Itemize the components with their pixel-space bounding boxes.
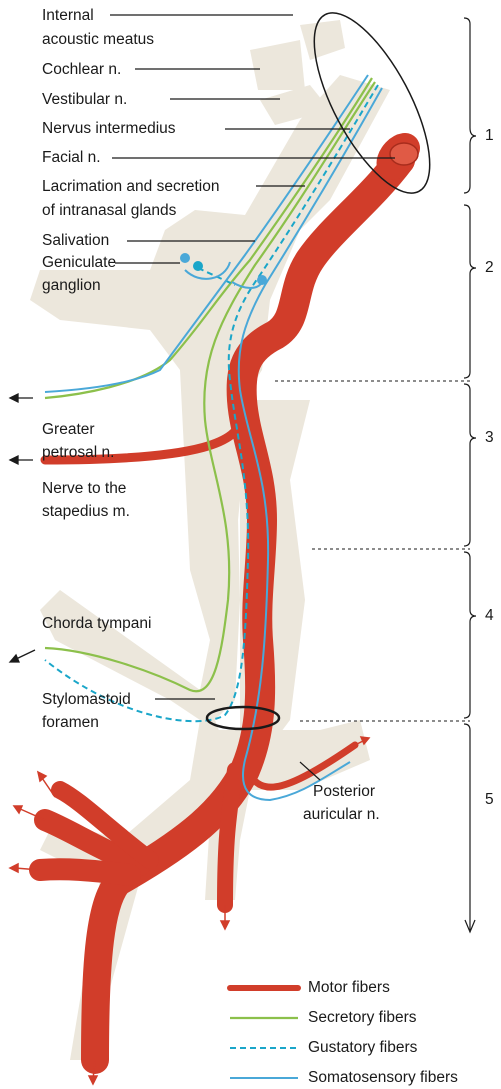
section-number-5: 5 (485, 791, 494, 809)
label-stylomastoid-2: foramen (42, 713, 99, 733)
legend-label-gustatory: Gustatory fibers (308, 1038, 417, 1058)
exit-arrows (10, 394, 35, 662)
section-number-4: 4 (485, 607, 494, 625)
legend-label-secretory: Secretory fibers (308, 1008, 417, 1028)
ganglion-cell-1 (193, 261, 203, 271)
label-nerve-stapedius-1: Nerve to the (42, 479, 126, 499)
facial-nerve-cut-end (390, 143, 418, 165)
label-greater-petrosal-1: Greater (42, 420, 95, 440)
ganglion-cell-3 (257, 275, 267, 285)
label-cochlear-nerve: Cochlear n. (42, 60, 121, 80)
ganglion-cell-2 (180, 253, 190, 263)
section-brackets (464, 18, 476, 932)
label-greater-petrosal-2: petrosal n. (42, 443, 114, 463)
label-stylomastoid-1: Stylomastoid (42, 690, 131, 710)
label-geniculate-2: ganglion (42, 276, 101, 296)
legend-label-motor: Motor fibers (308, 978, 390, 998)
label-chorda-tympani: Chorda tympani (42, 614, 151, 634)
label-salivation: Salivation (42, 231, 109, 251)
section-number-3: 3 (485, 429, 494, 447)
label-posterior-auricular-2: auricular n. (303, 805, 380, 825)
bony-canal (30, 20, 390, 1060)
legend-swatches (230, 988, 298, 1078)
label-internal-acoustic-meatus-2: acoustic meatus (42, 30, 154, 50)
legend-label-somatosensory: Somatosensory fibers (308, 1068, 458, 1088)
label-nervus-intermedius: Nervus intermedius (42, 119, 176, 139)
label-vestibular-nerve: Vestibular n. (42, 90, 127, 110)
section-number-2: 2 (485, 259, 494, 277)
label-posterior-auricular-1: Posterior (313, 782, 375, 802)
label-lacrimation-2: of intranasal glands (42, 201, 176, 221)
label-facial-nerve: Facial n. (42, 148, 101, 168)
section-number-1: 1 (485, 127, 494, 145)
label-nerve-stapedius-2: stapedius m. (42, 502, 130, 522)
section-dividers (275, 381, 470, 721)
label-geniculate-1: Geniculate (42, 253, 116, 273)
label-lacrimation-1: Lacrimation and secretion (42, 177, 220, 197)
label-internal-acoustic-meatus-1: Internal (42, 6, 94, 26)
